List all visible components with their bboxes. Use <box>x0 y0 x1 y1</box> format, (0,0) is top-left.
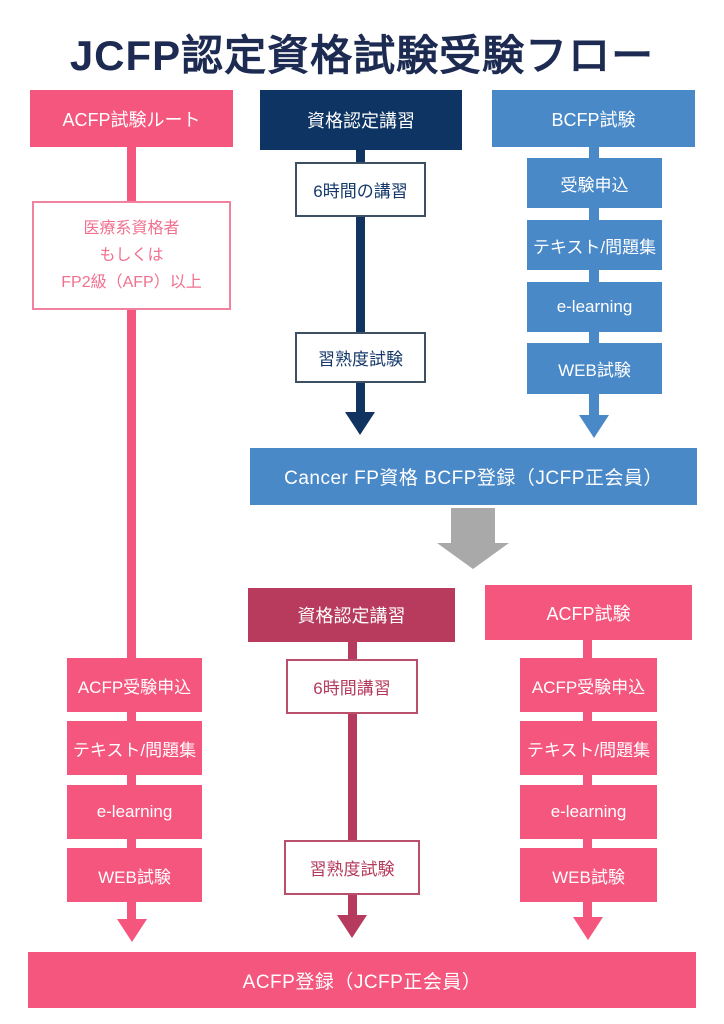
acfp-exam-arrowhead-icon <box>573 917 603 940</box>
acfp-route-step-webtest: WEB試験 <box>67 848 202 902</box>
acfp-route-header: ACFP試験ルート <box>30 90 233 147</box>
acfp-route-step-apply: ACFP受験申込 <box>67 658 202 712</box>
cert-course-bottom-step-hours: 6時間講習 <box>286 659 418 714</box>
acfp-route-condition-text: 医療系資格者 もしくは FP2級（AFP）以上 <box>61 215 201 297</box>
acfp-exam-flow-line <box>583 640 592 919</box>
condition-line-2: もしくは <box>99 246 164 264</box>
cert-course-top-header: 資格認定講習 <box>260 90 462 150</box>
bcfp-exam-step-webtest: WEB試験 <box>527 343 662 394</box>
section-divider-arrow-stem <box>451 508 495 543</box>
acfp-route-flow-line <box>127 147 136 922</box>
section-divider-arrow-icon <box>437 543 509 569</box>
bcfp-registration-bar: Cancer FP資格 BCFP登録（JCFP正会員） <box>250 448 697 505</box>
acfp-exam-step-elearning: e-learning <box>520 785 657 839</box>
cert-course-bottom-arrowhead-icon <box>337 915 367 938</box>
bcfp-exam-step-elearning: e-learning <box>527 282 662 332</box>
acfp-route-condition-box: 医療系資格者 もしくは FP2級（AFP）以上 <box>32 201 231 310</box>
cert-course-top-flow-line <box>356 150 365 414</box>
cert-course-top-arrowhead-icon <box>345 412 375 435</box>
cert-course-bottom-step-test: 習熟度試験 <box>284 840 420 895</box>
bcfp-exam-step-textbook: テキスト/問題集 <box>527 220 662 270</box>
bcfp-exam-header: BCFP試験 <box>492 90 695 147</box>
condition-line-3: FP2級（AFP）以上 <box>61 274 202 292</box>
acfp-exam-header: ACFP試験 <box>485 585 692 640</box>
acfp-exam-step-apply: ACFP受験申込 <box>520 658 657 712</box>
bcfp-exam-step-apply: 受験申込 <box>527 158 662 208</box>
cert-course-bottom-header: 資格認定講習 <box>248 588 455 642</box>
bcfp-exam-arrowhead-icon <box>579 415 609 438</box>
acfp-route-step-textbook: テキスト/問題集 <box>67 721 202 775</box>
acfp-route-arrowhead-icon <box>117 919 147 942</box>
acfp-exam-step-textbook: テキスト/問題集 <box>520 721 657 775</box>
page-title: JCFP認定資格試験受験フロー <box>69 32 655 79</box>
cert-course-top-step-test: 習熟度試験 <box>295 332 426 383</box>
cert-course-bottom-flow-line <box>348 642 357 917</box>
acfp-exam-step-webtest: WEB試験 <box>520 848 657 902</box>
acfp-registration-bar: ACFP登録（JCFP正会員） <box>28 952 696 1008</box>
condition-line-1: 医療系資格者 <box>83 219 180 237</box>
cert-course-top-step-hours: 6時間の講習 <box>295 162 426 217</box>
acfp-route-step-elearning: e-learning <box>67 785 202 839</box>
